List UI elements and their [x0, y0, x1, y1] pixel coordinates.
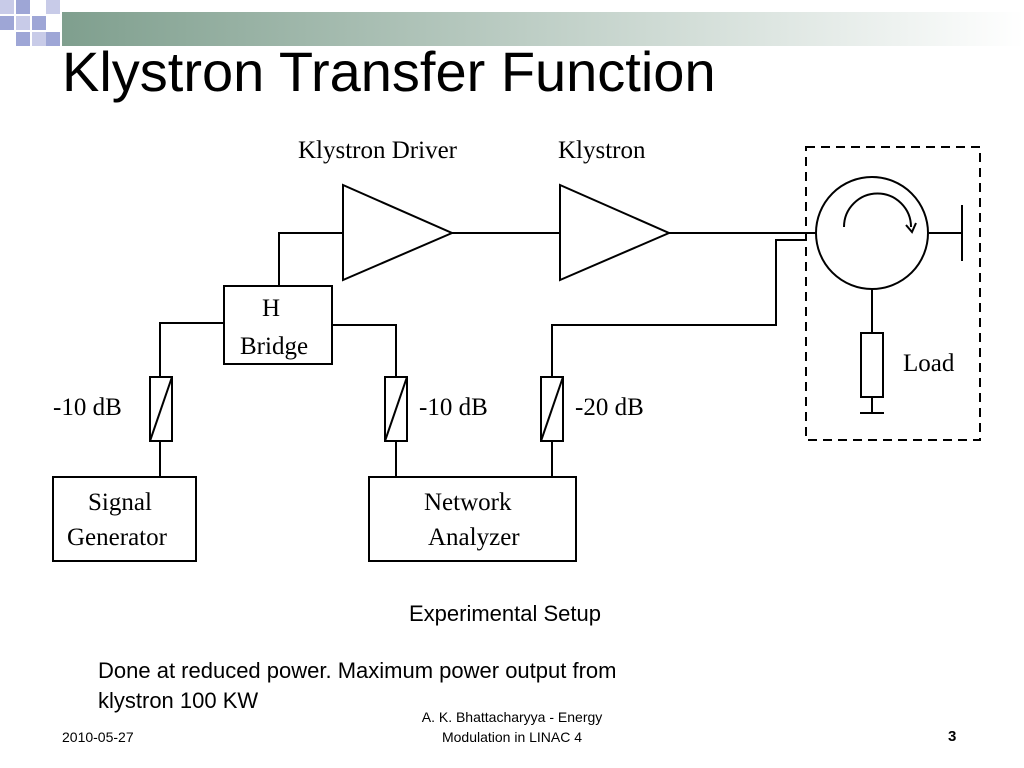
- label-network-analyzer-line2: Analyzer: [428, 524, 520, 551]
- label-signal-generator-line2: Generator: [67, 524, 168, 551]
- footer-author: A. K. Bhattacharyya - Energy Modulation …: [392, 707, 632, 747]
- wires: [159, 232, 962, 477]
- slide-title: Klystron Transfer Function: [62, 40, 716, 103]
- attenuator-right: [540, 376, 564, 442]
- footer-author-line1: A. K. Bhattacharyya - Energy: [421, 709, 603, 725]
- label-attenuator-mid: -10 dB: [419, 394, 488, 421]
- label-klystron-driver: Klystron Driver: [298, 137, 458, 164]
- label-attenuator-left: -10 dB: [53, 394, 122, 421]
- footer-date: 2010-05-27: [62, 729, 134, 745]
- circulator-arrow-icon: [843, 192, 912, 228]
- power-note: Done at reduced power. Maximum power out…: [98, 658, 617, 713]
- label-network-analyzer-line1: Network: [424, 489, 512, 516]
- attenuator-mid: [384, 376, 408, 442]
- page-number: 3: [948, 728, 957, 745]
- label-load: Load: [903, 350, 955, 377]
- footer-author-line2: Modulation in LINAC 4: [441, 729, 583, 745]
- attenuator-left: [149, 376, 173, 442]
- label-h-bridge-line1: H: [262, 295, 280, 322]
- load-resistor: [860, 332, 884, 398]
- accent-squares: [0, 0, 60, 46]
- klystron-driver-amplifier: [342, 183, 455, 282]
- label-h-bridge-line2: Bridge: [240, 333, 308, 360]
- circulator-enclosure: [805, 146, 981, 441]
- diagram-caption: Experimental Setup: [409, 601, 601, 626]
- network-analyzer-box: [368, 476, 577, 562]
- label-attenuator-right: -20 dB: [575, 394, 644, 421]
- header-band: [0, 0, 1024, 46]
- label-signal-generator-line1: Signal: [88, 489, 152, 516]
- signal-generator-box: [52, 476, 197, 562]
- klystron-amplifier: [559, 183, 672, 282]
- circulator: [815, 176, 929, 290]
- label-klystron: Klystron: [558, 137, 646, 164]
